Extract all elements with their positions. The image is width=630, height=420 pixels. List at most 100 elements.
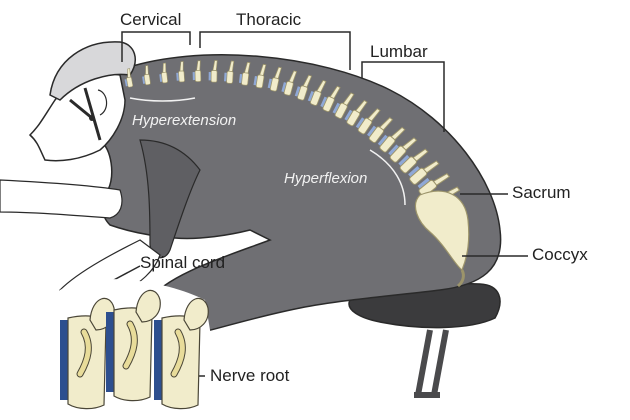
vertebra [307,79,327,106]
vertebra [176,61,185,83]
bike-saddle [348,282,501,398]
spinal-disc [294,86,301,97]
spinous-process [355,99,368,114]
spinal-disc [332,102,341,114]
vertebra [159,62,168,84]
spinal-disc [366,125,377,137]
sacrum-label: Sacrum [512,183,571,202]
spinous-process [288,70,298,83]
spinal-disc [307,91,315,102]
helmet [49,41,136,101]
spinous-process [316,79,327,93]
lumbar-bracket [361,61,445,132]
vertebra [294,74,313,101]
vertebral-body [241,72,250,86]
spinous-process [367,108,381,122]
inset-vertebra [106,289,161,402]
spinal-disc [208,72,212,81]
inset-disc [60,320,68,400]
vertebra [253,63,267,89]
cyclist-head [28,41,136,162]
vertebral-body [178,70,185,83]
spinal-disc [267,78,273,89]
vertebra [142,65,151,86]
spinous-process [401,137,418,151]
spinal-disc [355,117,365,129]
vertebra [408,160,440,185]
spinous-process [196,60,201,71]
spinous-process [212,60,218,71]
spinal-disc [388,144,400,156]
thoracic-label: Thoracic [236,10,302,29]
vertebral-body [194,70,202,82]
cervical-bracket [121,31,191,62]
ear [97,89,108,116]
vertebra [124,68,134,88]
spinous-process [228,60,235,72]
spinal-disc [192,72,196,81]
spine [124,60,461,210]
inset-nerve [171,329,185,377]
hyperflexion-label: Hyperflexion [284,170,368,187]
spinous-process [244,61,251,74]
helmet-strap [69,87,102,141]
vertebral-body [210,70,218,83]
hyperextension-label: Hyperextension [132,112,237,129]
inset-vertebra [60,297,115,410]
vertebra [192,60,202,82]
vertebral-body [143,74,151,86]
spinal-disc [176,72,180,81]
vertebral-body [161,71,168,84]
vertebra [224,60,235,84]
vertebra [355,108,381,135]
vertebra [281,70,298,96]
spinal-disc [320,96,328,108]
spinous-process [302,74,313,88]
vertebra [238,61,251,86]
spinous-process [390,126,406,141]
spinous-process [329,85,341,100]
spinal-cord-label: Spinal cord [140,253,226,272]
thoracic-bracket [199,31,351,70]
hyperextension-curve [129,97,196,102]
spinal-disc [253,75,258,86]
coccyx-bone [456,269,465,288]
strap-buckle [89,115,95,121]
cyclist-body [0,54,502,337]
inset-facet [135,289,161,323]
coccyx-label: Coccyx [532,245,588,264]
forearm [0,179,123,219]
inset-nerve [77,329,91,377]
spinal-disc [124,79,128,87]
spinous-process [274,66,282,79]
sacrum-bone [415,190,470,288]
vertebral-body [226,70,234,84]
spinous-process [412,148,429,162]
cervical-label: Cervical [120,10,182,29]
vertebra [388,137,418,163]
arm [139,139,201,259]
lumbar-label: Lumbar [370,42,428,61]
inset-nerve [123,321,137,369]
spinal-disc [417,177,430,189]
vertebra [377,126,406,153]
vertebra [398,148,429,174]
spinal-disc [408,166,420,178]
inset-disc [154,320,162,400]
spinal-disc [344,109,353,121]
hyperflexion-curve [369,149,406,206]
vertebra [332,92,355,119]
spinous-process [379,117,394,131]
spinous-process [422,160,440,174]
spinal-disc [224,72,228,82]
spinal-disc [398,154,410,167]
inset-facet [183,297,209,331]
spinous-process [432,173,451,186]
seatpost [415,329,449,396]
vertebra [208,60,218,83]
vertebrae-inset [55,279,215,410]
vertebra [366,117,394,143]
inset-disc [106,312,114,392]
inset-vertebra [154,297,209,410]
